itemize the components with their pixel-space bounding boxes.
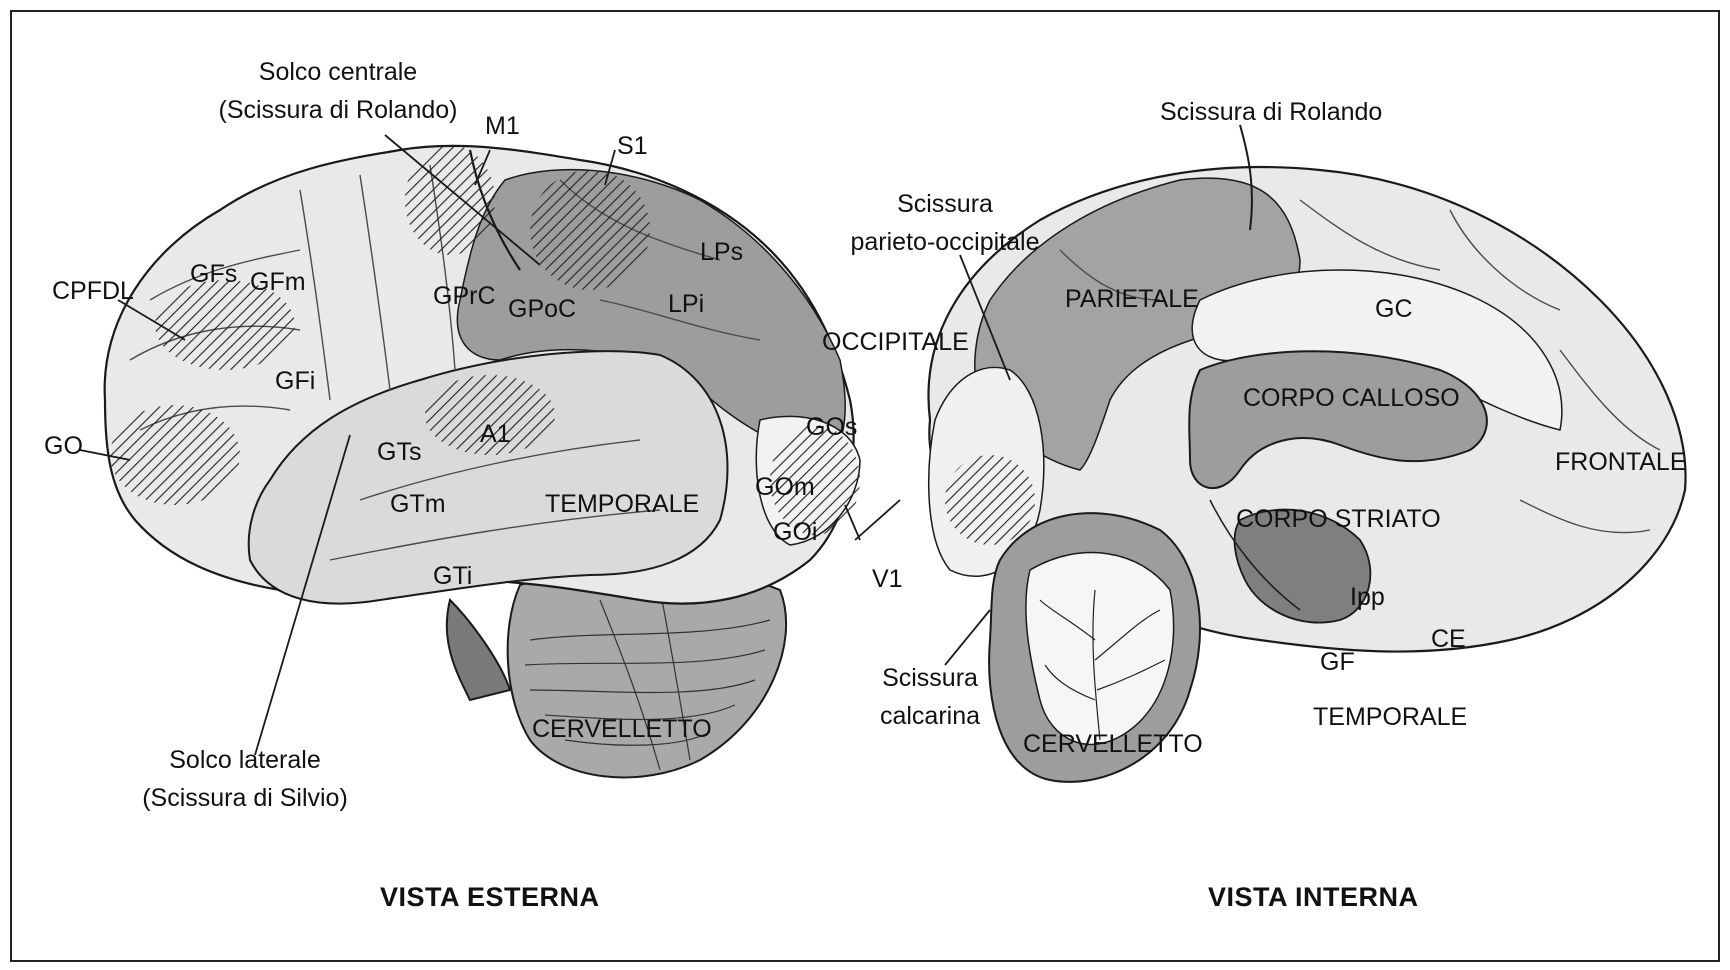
label-gos: GOs [806, 413, 857, 442]
label-lps: LPs [700, 238, 743, 267]
label-v1: V1 [872, 565, 903, 594]
label-calcarina: Scissura [840, 664, 1020, 693]
label-lateral-sulcus-alt: (Scissura di Silvio) [110, 784, 380, 813]
ext-area-go [110, 405, 240, 505]
label-gprc: GPrC [433, 282, 496, 311]
label-calcarina-alt: calcarina [840, 702, 1020, 731]
label-gf: GF [1320, 648, 1355, 677]
label-temporale-ext: TEMPORALE [545, 490, 699, 519]
label-lateral-sulcus: Solco laterale [130, 746, 360, 775]
label-gpoc: GPoC [508, 295, 576, 324]
label-ce: CE [1431, 625, 1466, 654]
ext-area-m1 [405, 145, 495, 255]
label-parietale: PARIETALE [1065, 285, 1199, 314]
external-brain [105, 145, 860, 777]
label-cervelletto-ext: CERVELLETTO [532, 715, 712, 744]
label-cpfdl: CPFDL [52, 277, 134, 306]
label-gts: GTs [377, 438, 421, 467]
label-parieto-occipitale-alt: parieto-occipitale [810, 228, 1080, 257]
title-external-view: VISTA ESTERNA [380, 882, 600, 913]
label-rolando-int: Scissura di Rolando [1160, 98, 1382, 127]
label-ipp: Ipp [1350, 583, 1385, 612]
ext-area-s1 [530, 170, 650, 290]
label-gom: GOm [755, 473, 815, 502]
label-a1: A1 [480, 420, 511, 449]
label-lpi: LPi [668, 290, 704, 319]
label-parieto-occipitale: Scissura [845, 190, 1045, 219]
title-internal-view: VISTA INTERNA [1208, 882, 1419, 913]
label-corpo-striato: CORPO STRIATO [1236, 505, 1441, 534]
label-gtm: GTm [390, 490, 446, 519]
label-gfm: GFm [250, 268, 306, 297]
label-cervelletto-int: CERVELLETTO [1023, 730, 1203, 759]
label-gc: GC [1375, 295, 1413, 324]
label-gti: GTi [433, 562, 472, 591]
label-occipitale-ext: OCCIPITALE [822, 328, 969, 357]
ext-brainstem [447, 600, 510, 700]
int-area-v1 [945, 455, 1035, 545]
label-gfs: GFs [190, 260, 237, 289]
label-gfi: GFi [275, 367, 315, 396]
label-frontale: FRONTALE [1555, 448, 1687, 477]
label-central-sulcus-alt: (Scissura di Rolando) [193, 96, 483, 125]
label-m1: M1 [485, 112, 520, 141]
label-temporale-int: TEMPORALE [1313, 703, 1467, 732]
label-corpo-calloso: CORPO CALLOSO [1243, 384, 1460, 413]
label-s1: S1 [617, 132, 648, 161]
label-goi: GOi [773, 518, 817, 547]
label-central-sulcus: Solco centrale [238, 58, 438, 87]
label-go: GO [44, 432, 83, 461]
